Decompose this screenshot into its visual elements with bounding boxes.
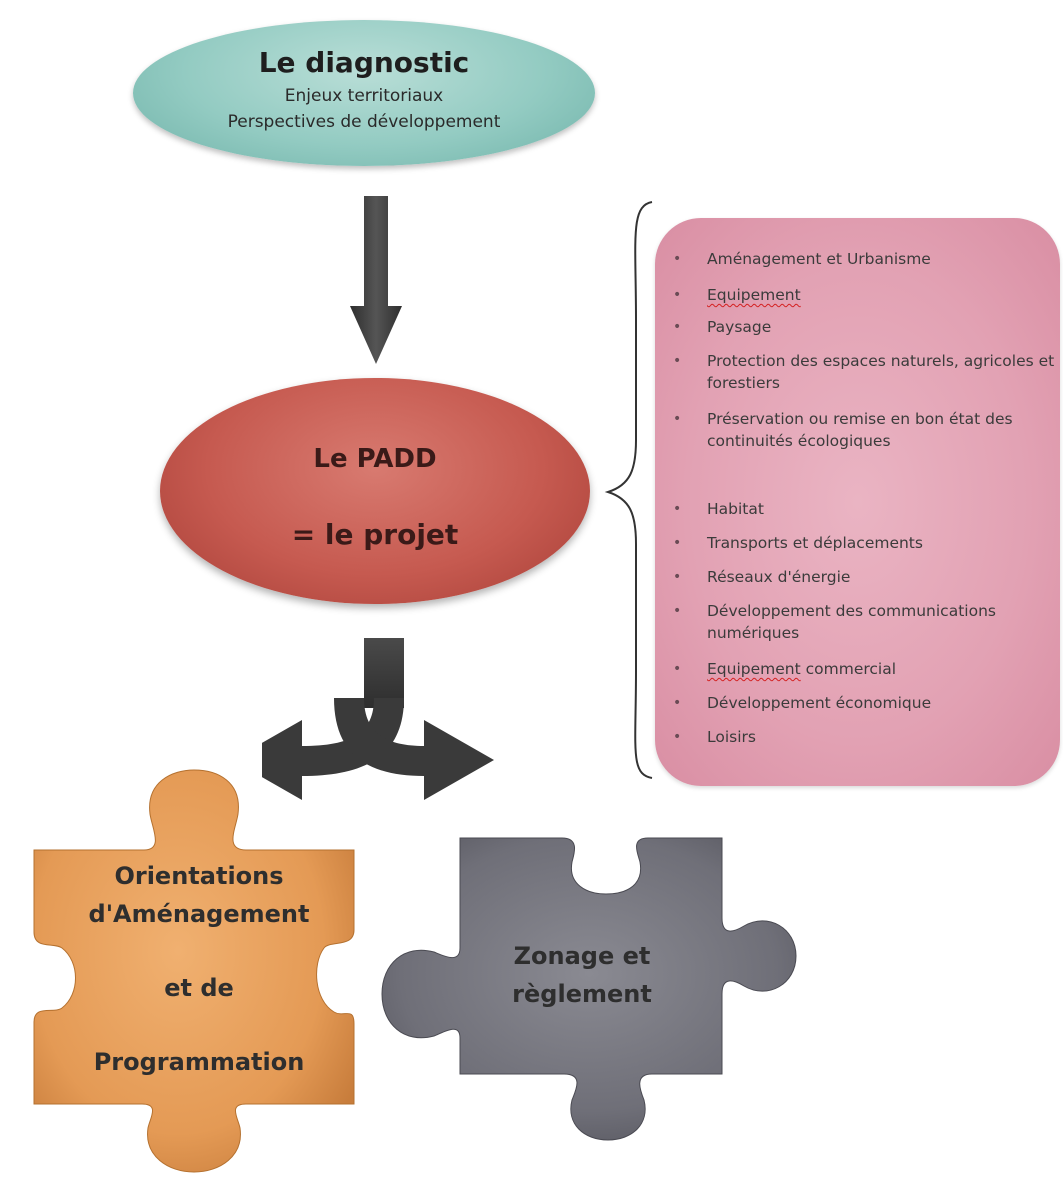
oap-line-1: Orientations [114,862,284,890]
theme-item-label: Protection des espaces naturels, agricol… [707,352,1055,392]
theme-item-label: Transports et déplacements [707,534,923,552]
diagnostic-line-2: Perspectives de développement [227,112,501,132]
diagnostic-ellipse: Le diagnostic Enjeux territoriaux Perspe… [133,20,595,166]
bullet-icon: • [673,535,682,551]
bullet-icon: • [673,501,682,517]
padd-subtitle: = le projet [291,518,459,551]
bullet-icon: • [673,251,682,267]
bullet-icon: • [673,287,682,303]
bullet-icon: • [673,729,682,745]
diagnostic-line-1: Enjeux territoriaux [284,86,444,106]
theme-item-label: Réseaux d'énergie [707,568,851,586]
theme-item-label: Loisirs [707,728,756,746]
down-arrow-icon [350,196,402,364]
theme-item-label: Préservation ou remise en bon état des c… [707,410,1013,450]
theme-item-label: Développement économique [707,694,932,712]
bullet-icon: • [673,695,682,711]
zonage-line-1: Zonage et [513,942,651,970]
zonage-puzzle-piece [381,837,797,1141]
theme-item-label: Aménagement et Urbanisme [707,250,931,268]
padd-title: Le PADD [313,444,437,474]
theme-item-label: Développement des communications numériq… [707,602,996,642]
theme-item-label: Equipement commercial [707,660,897,678]
oap-line-2: d'Aménagement [88,900,310,928]
themes-box: • Aménagement et Urbanisme • Equipement • Pay… [655,218,1060,786]
zonage-line-2: règlement [512,980,652,1008]
bullet-icon: • [673,353,682,369]
split-arrow-icon [262,638,494,800]
bullet-icon: • [673,319,682,335]
theme-item-label: Habitat [707,500,764,518]
oap-line-3: et de [164,974,234,1002]
diagnostic-title: Le diagnostic [258,46,470,79]
bullet-icon: • [673,569,682,585]
bullet-icon: • [673,603,682,619]
bullet-icon: • [673,411,682,427]
theme-item-label: Paysage [707,318,772,336]
bullet-icon: • [673,661,682,677]
oap-line-4: Programmation [93,1048,305,1076]
oap-puzzle-piece [33,769,355,1173]
curly-brace [604,201,653,779]
padd-ellipse: Le PADD = le projet [160,378,590,604]
theme-item-label: Equipement [707,286,801,304]
